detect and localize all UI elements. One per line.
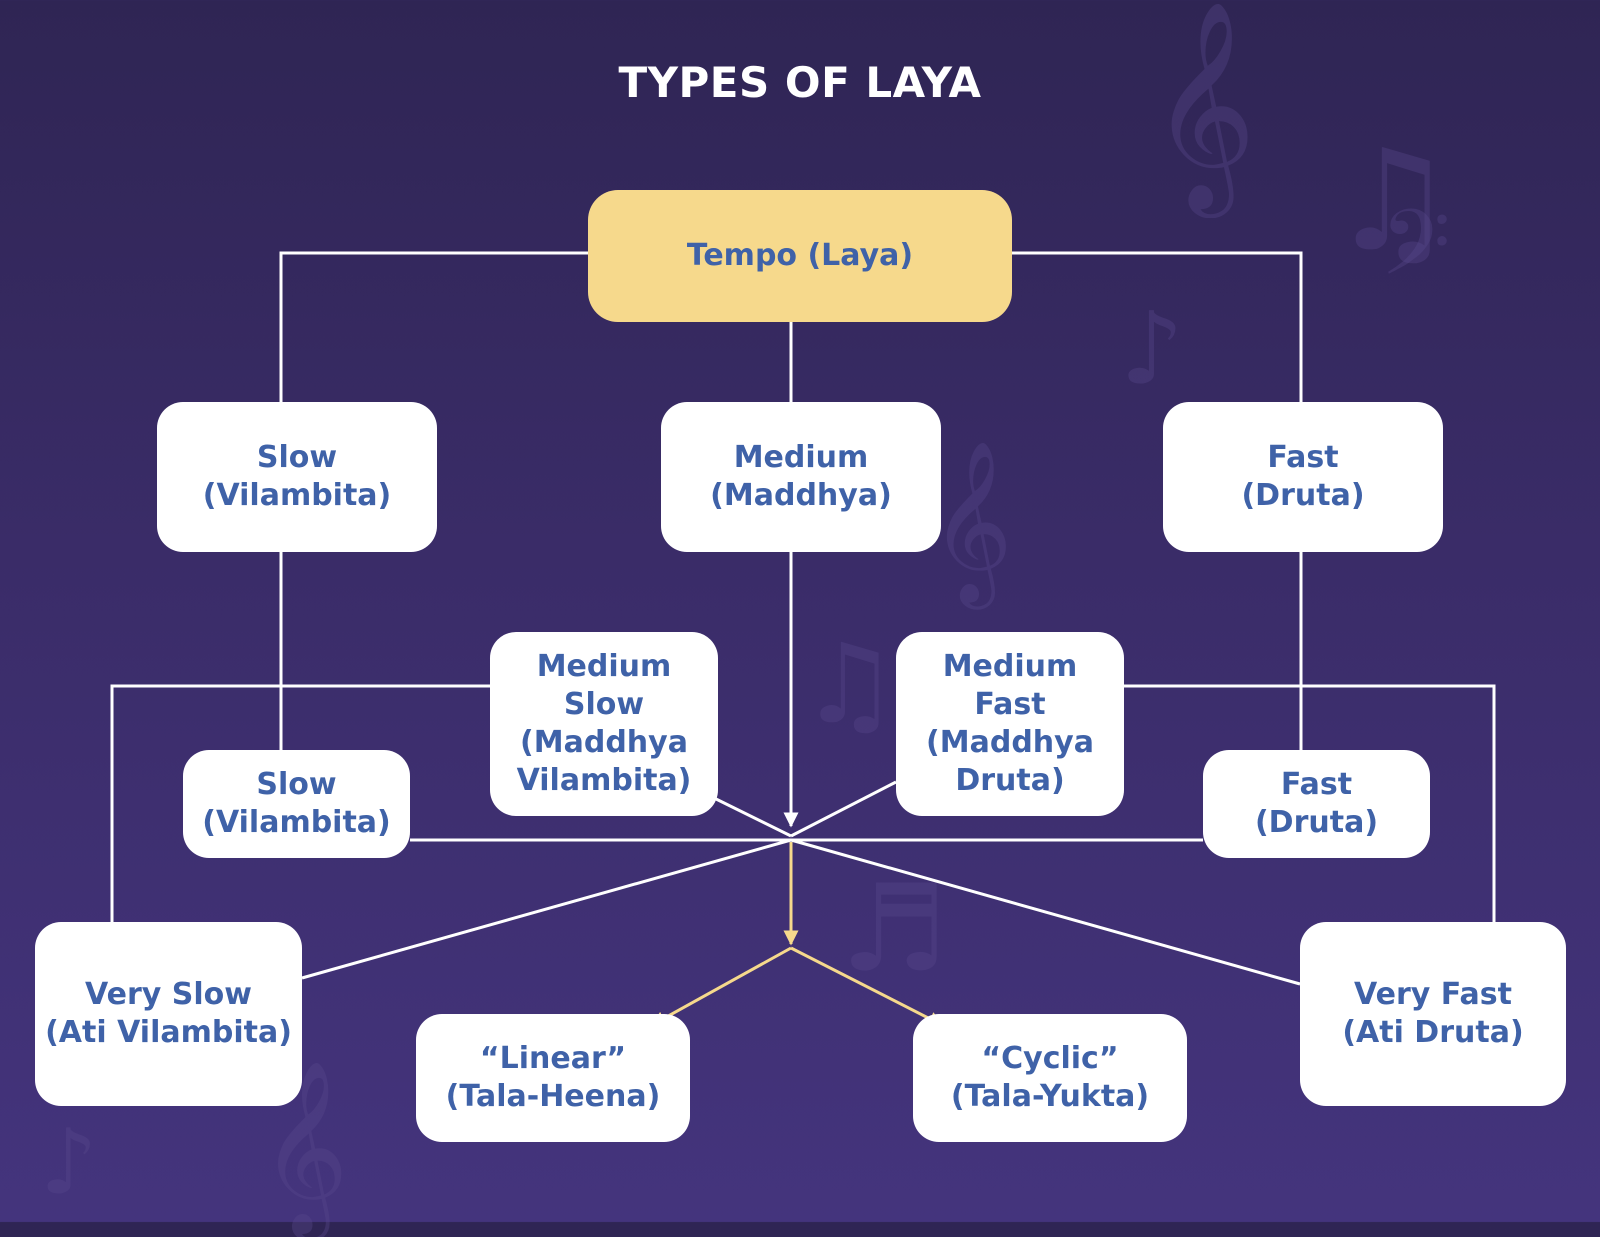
link-veryslow-hub (301, 838, 792, 980)
node-label: Fast (Druta) (1254, 767, 1379, 840)
link-mediumslow-hub (713, 796, 792, 838)
node-label: Tempo (Laya) (686, 238, 914, 273)
node-label: Slow (Vilambita) (202, 440, 392, 513)
link-mediumfast-veryfast (1124, 684, 1496, 922)
node-fast-druta-mid: Fast (Druta) (1203, 750, 1430, 858)
diagram-title: TYPES OF LAYA (618, 58, 982, 107)
link-mediumslow-veryslow (110, 684, 490, 922)
node-linear: “Linear” (Tala-Heena) (416, 1014, 690, 1142)
node-label: Very Fast (Ati Druta) (1342, 977, 1524, 1050)
node-tempo-laya: Tempo (Laya) (588, 190, 1012, 322)
node-label: Medium Fast (Maddhya Druta) (926, 649, 1094, 798)
node-very-fast: Very Fast (Ati Druta) (1300, 922, 1566, 1106)
node-label: Slow (Vilambita) (202, 767, 391, 840)
link-root-slow (279, 251, 588, 402)
node-very-slow: Very Slow (Ati Vilambita) (35, 922, 302, 1106)
node-label: Fast (Druta) (1241, 440, 1365, 513)
link-split-linear (650, 946, 792, 1027)
node-slow-vilambita-mid: Slow (Vilambita) (183, 750, 410, 858)
node-cyclic: “Cyclic” (Tala-Yukta) (913, 1014, 1187, 1142)
node-label: Very Slow (Ati Vilambita) (45, 977, 292, 1050)
node-label: “Linear” (Tala-Heena) (445, 1041, 661, 1114)
node-medium-fast: Medium Fast (Maddhya Druta) (896, 632, 1124, 816)
node-medium-maddhya: Medium (Maddhya) (661, 402, 941, 552)
node-slow-vilambita: Slow (Vilambita) (157, 402, 437, 552)
node-fast-druta: Fast (Druta) (1163, 402, 1443, 552)
link-mediumfast-hub (790, 780, 897, 838)
node-label: Medium (Maddhya) (710, 440, 892, 513)
link-split-cyclic (790, 946, 944, 1027)
link-veryfast-hub (790, 838, 1301, 986)
node-label: “Cyclic” (Tala-Yukta) (950, 1041, 1150, 1114)
node-label: Medium Slow (Maddhya Vilambita) (516, 649, 692, 798)
link-root-fast (1012, 251, 1303, 402)
node-medium-slow: Medium Slow (Maddhya Vilambita) (490, 632, 718, 816)
